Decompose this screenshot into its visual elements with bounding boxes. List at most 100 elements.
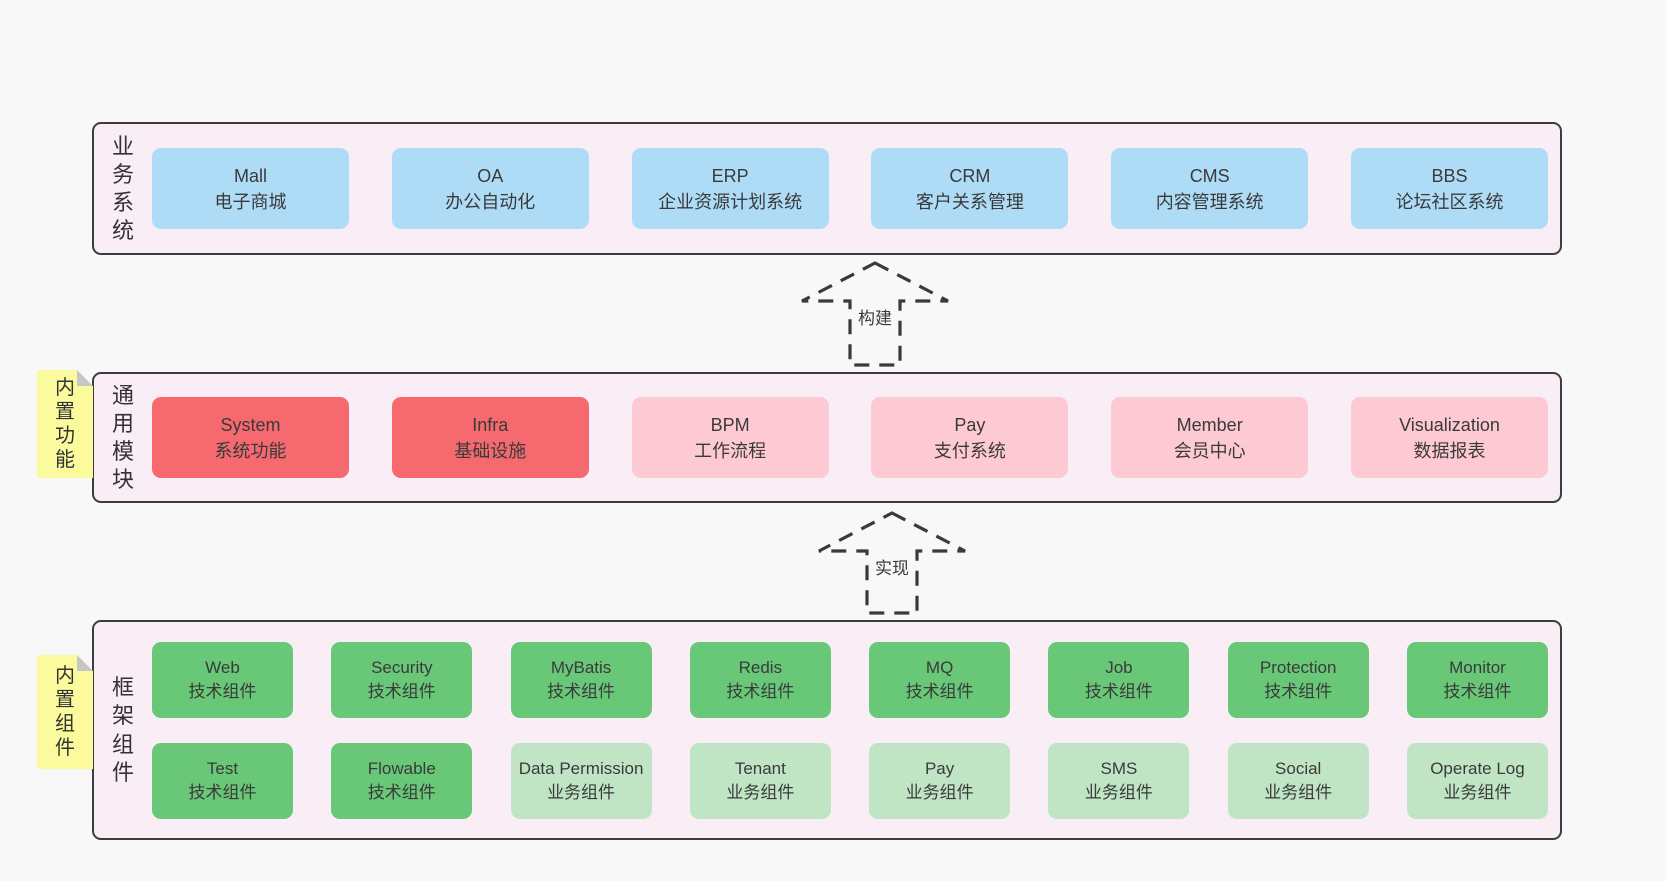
module-desc: 数据报表 (1413, 440, 1486, 461)
band-label-framework-components: 框架组件 (94, 622, 152, 838)
vertical-char: 件 (111, 759, 134, 785)
sticky-note-text: 内置组件 (55, 666, 75, 759)
vertical-char: 模 (111, 439, 134, 464)
vertical-char: 能 (55, 448, 75, 471)
band-label-business-systems: 业务系统 (94, 124, 152, 253)
arrow-implement-label: 实现 (870, 552, 914, 581)
module-name: CRM (949, 165, 991, 186)
module-desc: 业务组件 (726, 782, 795, 802)
module-desc: 工作流程 (694, 440, 767, 461)
module-desc: 客户关系管理 (915, 191, 1024, 212)
vertical-char: 置 (55, 688, 75, 711)
module-box-cms: CMS 内容管理系统 (1111, 148, 1309, 229)
module-box-sms: SMS 业务组件 (1048, 742, 1190, 819)
module-desc: 技术组件 (905, 681, 974, 701)
module-desc: 基础设施 (454, 440, 527, 461)
module-desc: 业务组件 (1084, 782, 1153, 802)
module-name: Infra (472, 414, 509, 435)
vertical-char: 务 (111, 161, 134, 187)
module-name: Flowable (367, 758, 436, 778)
module-desc: 内容管理系统 (1155, 191, 1264, 212)
module-box-system: System 系统功能 (152, 397, 349, 478)
module-name: OA (477, 165, 504, 186)
vertical-char: 通 (111, 382, 134, 408)
module-name: Visualization (1399, 414, 1500, 435)
module-name: Redis (738, 657, 783, 677)
vertical-char: 内 (55, 376, 75, 399)
vertical-char: 业 (111, 133, 134, 159)
module-name: MyBatis (550, 657, 612, 677)
module-desc: 技术组件 (547, 681, 616, 701)
module-box-redis: Redis 技术组件 (689, 641, 831, 718)
module-name: Protection (1259, 657, 1337, 677)
vertical-char: 统 (111, 218, 134, 244)
note-fold-icon (77, 370, 93, 386)
module-name: SMS (1100, 758, 1138, 778)
module-name: Data Permission (518, 758, 644, 778)
module-box-job: Job 技术组件 (1048, 641, 1190, 718)
module-desc: 技术组件 (367, 681, 436, 701)
module-desc: 技术组件 (726, 681, 795, 701)
module-desc: 技术组件 (367, 782, 436, 802)
arrow-build: 构建 (800, 260, 950, 368)
module-desc: 支付系统 (933, 440, 1006, 461)
vertical-char: 用 (111, 410, 134, 436)
module-box-crm: CRM 客户关系管理 (871, 148, 1069, 229)
module-desc: 技术组件 (1443, 681, 1512, 701)
module-box-monitor: Monitor 技术组件 (1406, 641, 1548, 718)
sticky-note-built-in-components: 内置组件 (37, 655, 93, 769)
module-desc: 业务组件 (547, 782, 616, 802)
module-name: MQ (925, 657, 954, 677)
module-name: ERP (711, 165, 749, 186)
vertical-char: 内 (55, 664, 75, 687)
sticky-note-text: 内置功能 (55, 378, 75, 471)
module-desc: 技术组件 (1264, 681, 1333, 701)
module-desc: 业务组件 (1264, 782, 1333, 802)
vertical-char: 置 (55, 400, 75, 423)
band-common-modules: 通用模块 System 系统功能 Infra 基础设施 BPM 工作流程 Pay 支付系统 Me… (92, 372, 1562, 503)
module-box-data-permission: Data Permission 业务组件 (510, 742, 652, 819)
module-desc: 系统功能 (214, 440, 287, 461)
module-box-mybatis: MyBatis 技术组件 (510, 641, 652, 718)
module-box-visualization: Visualization 数据报表 (1350, 397, 1548, 478)
module-name: Security (371, 657, 433, 677)
module-name: BBS (1431, 165, 1468, 186)
module-box-bpm: BPM 工作流程 (631, 397, 829, 478)
module-name: Web (205, 657, 240, 677)
vertical-char: 组 (111, 731, 134, 757)
module-desc: 技术组件 (188, 782, 257, 802)
vertical-char: 块 (111, 467, 134, 493)
vertical-char: 架 (111, 703, 134, 729)
module-name: Job (1105, 657, 1133, 677)
module-name: Pay (924, 758, 955, 778)
module-name: Mall (233, 165, 267, 186)
module-box-flowable: Flowable 技术组件 (331, 742, 473, 819)
module-name: Pay (954, 414, 986, 435)
module-name: Monitor (1449, 657, 1506, 677)
module-box-pay: Pay 支付系统 (871, 397, 1069, 478)
module-desc: 技术组件 (1084, 681, 1153, 701)
module-name: System (220, 414, 281, 435)
vertical-char: 框 (111, 675, 134, 701)
module-desc: 企业资源计划系统 (658, 191, 803, 212)
module-desc: 论坛社区系统 (1395, 191, 1504, 212)
module-name: CMS (1189, 165, 1230, 186)
module-name: Tenant (734, 758, 786, 778)
arrow-build-label: 构建 (853, 302, 897, 331)
vertical-char: 系 (111, 190, 134, 215)
vertical-char: 组 (55, 712, 75, 735)
module-name: BPM (710, 414, 750, 435)
